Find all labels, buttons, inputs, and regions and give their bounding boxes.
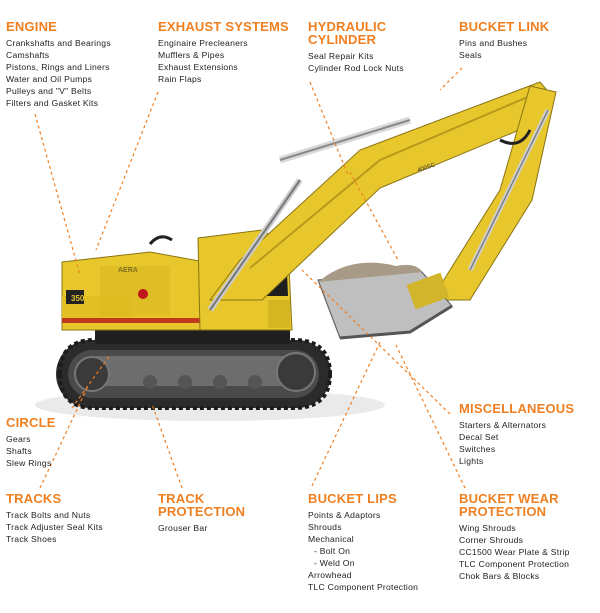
track-undercarriage [56, 338, 332, 410]
list-item: Mufflers & Pipes [158, 50, 225, 60]
hydraulic-items: Seal Repair Kits Cylinder Rod Lock Nuts [308, 50, 404, 74]
list-item: Mechanical [308, 534, 354, 544]
list-item: Starters & Alternators [459, 420, 547, 430]
engine-items: Crankshafts and Bearings Camshafts Pisto… [6, 37, 111, 109]
boom-decal: 400SC [417, 162, 437, 174]
list-item: TLC Component Protection [308, 582, 419, 592]
circle-items: Gears Shafts Slew Rings [6, 433, 56, 469]
stick-arm [439, 85, 557, 301]
list-item: Corner Shrouds [459, 535, 524, 545]
bucket-link-title: BUCKET LINK [459, 19, 550, 34]
list-item: Rain Flaps [158, 74, 202, 84]
list-item: Switches [459, 444, 496, 454]
list-item: Chok Bars & Blocks [459, 571, 540, 581]
misc-items: Starters & Alternators Decal Set Switche… [459, 419, 574, 467]
engine-title: ENGINE [6, 19, 58, 34]
list-item: Track Shoes [6, 534, 57, 544]
section-hydraulic-cylinder: HYDRAULIC CYLINDER Seal Repair Kits Cyli… [308, 20, 404, 74]
bucket-lips-items: Points & Adaptors Shrouds Mechanical - B… [308, 509, 418, 593]
section-tracks: TRACKS Track Bolts and Nuts Track Adjust… [6, 492, 103, 545]
section-circle: CIRCLE Gears Shafts Slew Rings [6, 416, 56, 469]
list-item: - Weld On [314, 558, 355, 568]
list-item: Slew Rings [6, 458, 52, 468]
list-item: Track Bolts and Nuts [6, 510, 91, 520]
track-protection-items: Grouser Bar [158, 522, 245, 534]
list-item: Cylinder Rod Lock Nuts [308, 63, 404, 73]
list-item: Exhaust Extensions [158, 62, 238, 72]
list-item: Shafts [6, 446, 32, 456]
list-item: CC1500 Wear Plate & Strip [459, 547, 570, 557]
section-bucket-wear-protection: BUCKET WEAR PROTECTION Wing Shrouds Corn… [459, 492, 570, 582]
exhaust-title: EXHAUST SYSTEMS [158, 19, 289, 34]
list-item: Seals [459, 50, 482, 60]
section-bucket-link: BUCKET LINK Pins and Bushes Seals [459, 20, 549, 61]
list-item: Water and Oil Pumps [6, 74, 93, 84]
section-track-protection: TRACK PROTECTION Grouser Bar [158, 492, 245, 534]
list-item: Shrouds [308, 522, 342, 532]
list-item: Filters and Gasket Kits [6, 98, 99, 108]
bucket [317, 262, 453, 340]
list-item: Camshafts [6, 50, 50, 60]
list-item: Pulleys and "V" Belts [6, 86, 92, 96]
section-engine: ENGINE Crankshafts and Bearings Camshaft… [6, 20, 111, 109]
tracks-title: TRACKS [6, 491, 62, 506]
list-item: Pistons, Rings and Liners [6, 62, 110, 72]
list-item: Points & Adaptors [308, 510, 381, 520]
list-item: Decal Set [459, 432, 499, 442]
slew-ring [95, 328, 290, 344]
section-exhaust-systems: EXHAUST SYSTEMS Enginaire Precleaners Mu… [158, 20, 289, 85]
section-bucket-lips: BUCKET LIPS Points & Adaptors Shrouds Me… [308, 492, 418, 593]
tracks-items: Track Bolts and Nuts Track Adjuster Seal… [6, 509, 103, 545]
boom: 400SC [207, 81, 553, 312]
hydraulic-title: HYDRAULIC CYLINDER [308, 19, 387, 47]
list-item: Grouser Bar [158, 523, 208, 533]
list-item: TLC Component Protection [459, 559, 570, 569]
model-number: 350 [71, 294, 85, 303]
list-item: Gears [6, 434, 31, 444]
track-protection-title: TRACK PROTECTION [158, 491, 246, 519]
list-item: Lights [459, 456, 484, 466]
list-item: Pins and Bushes [459, 38, 528, 48]
bucket-lips-title: BUCKET LIPS [308, 491, 397, 506]
bucket-link-items: Pins and Bushes Seals [459, 37, 549, 61]
list-item: Wing Shrouds [459, 523, 516, 533]
upper-house: 350 AERA [61, 235, 206, 331]
misc-title: MISCELLANEOUS [459, 401, 575, 416]
list-item: Seal Repair Kits [308, 51, 374, 61]
list-item: Crankshafts and Bearings [6, 38, 111, 48]
list-item: - Bolt On [314, 546, 351, 556]
list-item: Enginaire Precleaners [158, 38, 248, 48]
exhaust-items: Enginaire Precleaners Mufflers & Pipes E… [158, 37, 289, 85]
list-item: Arrowhead [308, 570, 352, 580]
bucket-wear-items: Wing Shrouds Corner Shrouds CC1500 Wear … [459, 522, 570, 582]
list-item: Track Adjuster Seal Kits [6, 522, 103, 532]
bucket-wear-title: BUCKET WEAR PROTECTION [459, 491, 559, 519]
circle-title: CIRCLE [6, 415, 56, 430]
section-miscellaneous: MISCELLANEOUS Starters & Alternators Dec… [459, 402, 574, 467]
